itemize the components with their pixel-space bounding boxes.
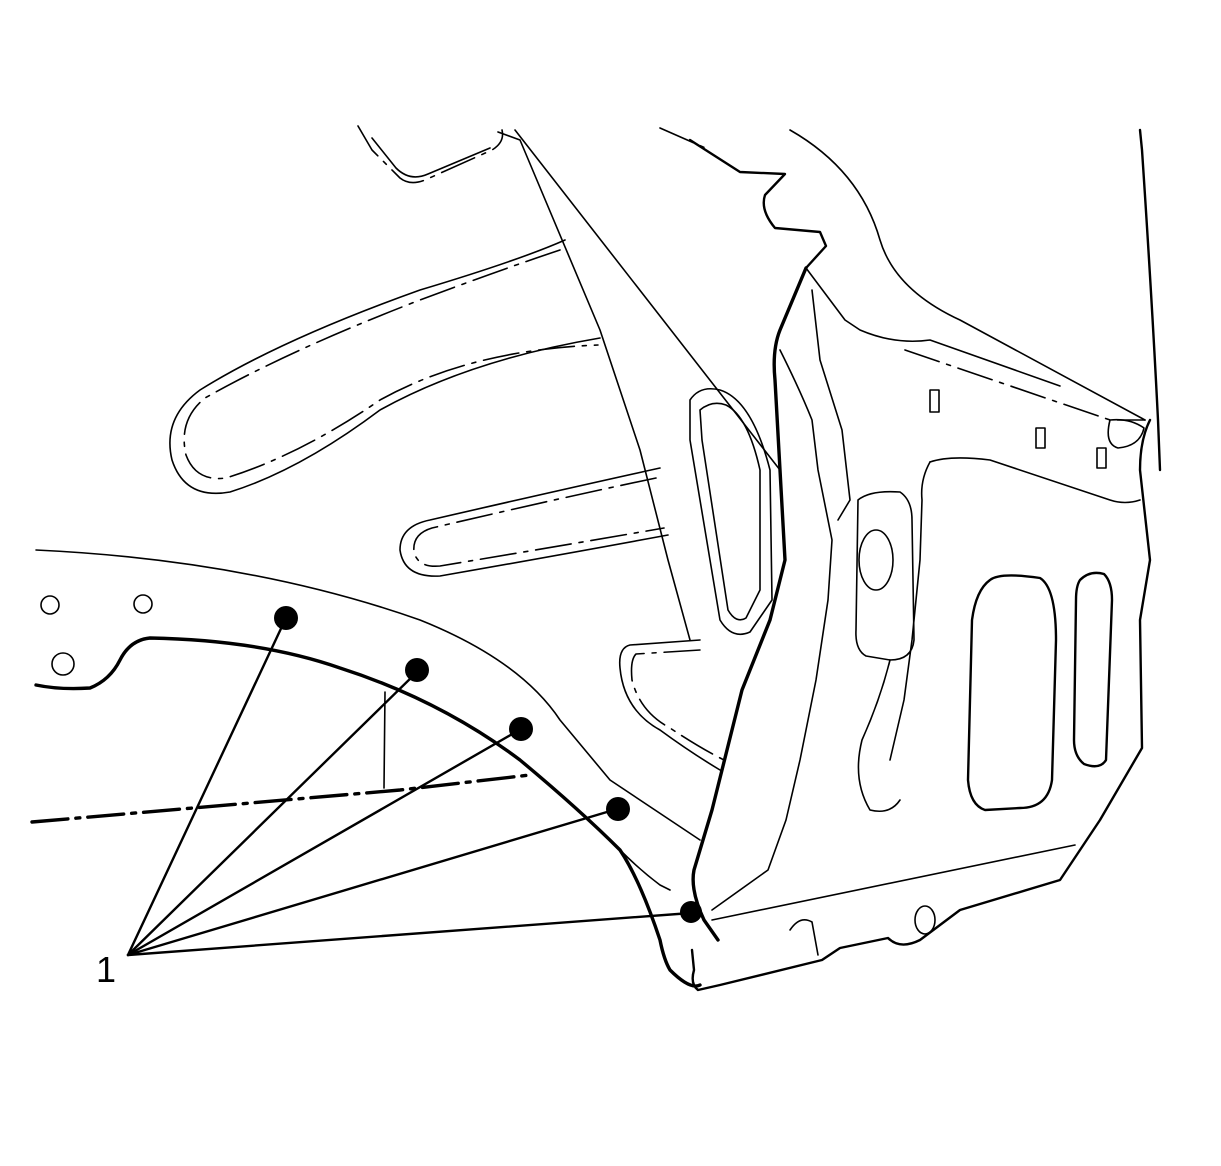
middle-channel	[399, 467, 669, 577]
callout-label: 1	[96, 949, 117, 990]
top-right-panel	[659, 127, 1162, 472]
leader-line-5	[126, 911, 693, 957]
weld-point-4	[606, 797, 630, 821]
leader-line-4	[126, 807, 619, 957]
hole-2	[133, 594, 153, 614]
upper-bracket	[357, 125, 781, 641]
upper-channel	[169, 239, 601, 494]
weld-points	[274, 606, 702, 923]
pillar-slot	[689, 387, 773, 636]
hole-3	[51, 652, 75, 676]
slot-2	[1035, 427, 1046, 449]
slot-1	[929, 389, 940, 413]
weld-point-5	[680, 901, 702, 923]
weld-point-1	[274, 606, 298, 630]
leader-line-3	[126, 727, 523, 957]
slot-3	[1096, 447, 1107, 469]
weld-point-2	[405, 658, 429, 682]
lower-channel	[618, 639, 725, 771]
hole-1	[40, 595, 60, 615]
leader-line-2	[126, 670, 419, 957]
leader-line-1	[126, 618, 287, 957]
wheel-arch-panel	[30, 549, 702, 988]
oval-hole	[858, 529, 894, 591]
bottom-hole	[914, 905, 936, 935]
main-pillar	[691, 266, 1061, 942]
leader-lines	[126, 618, 693, 957]
weld-point-3	[509, 717, 533, 741]
